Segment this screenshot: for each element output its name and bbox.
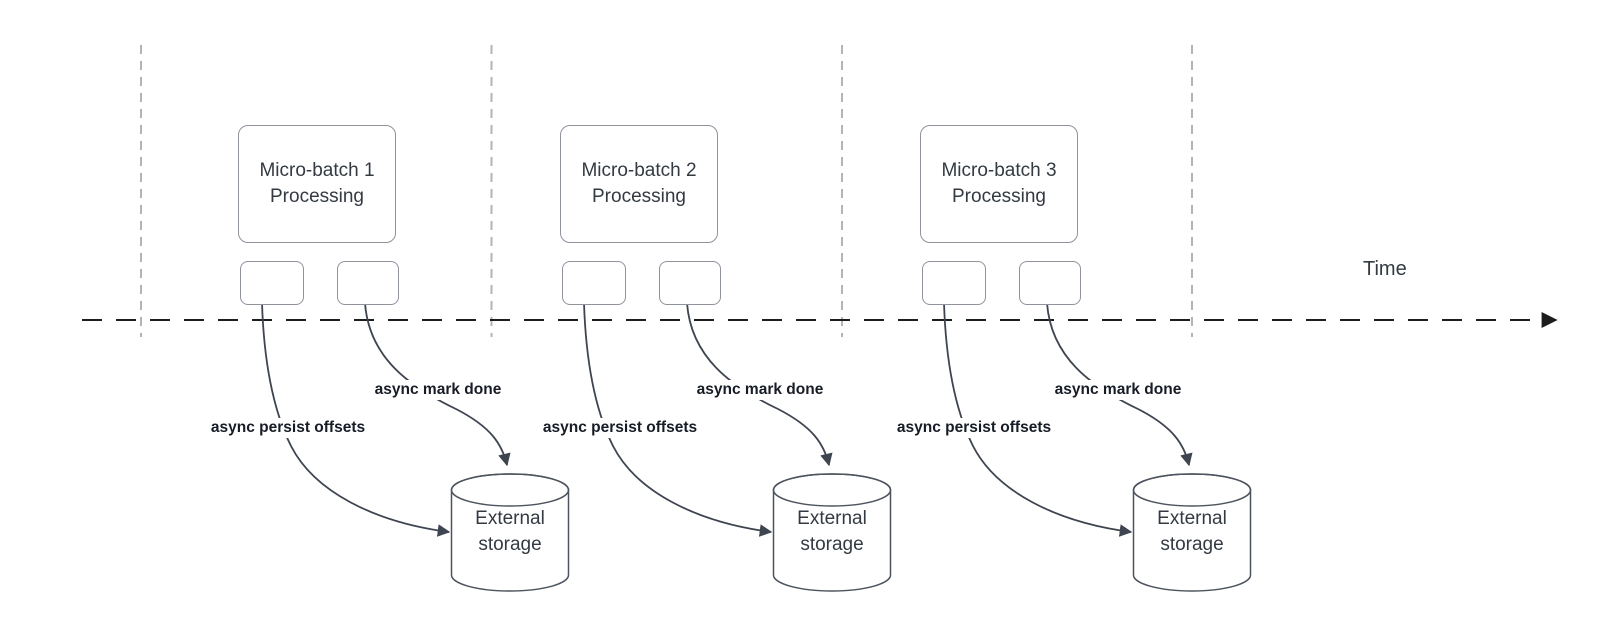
persist-offsets-label-3: async persist offsets (893, 418, 1055, 438)
micro-batch-1-done-task-box (337, 261, 399, 305)
external-storage-label-1-line1: External (475, 508, 545, 529)
mark-done-arrow-3 (1046, 302, 1193, 467)
micro-batch-1-offset-task-box (240, 261, 304, 305)
external-storage-label-2: External storage (774, 506, 890, 558)
micro-batch-2-offset-task-box (562, 261, 626, 305)
external-storage-label-2-line1: External (797, 508, 867, 529)
micro-batch-3-done-task-box (1019, 261, 1081, 305)
time-axis-label: Time (1363, 258, 1407, 280)
external-storage-label-3: External storage (1134, 506, 1250, 558)
persist-offsets-arrow-2 (583, 302, 773, 537)
mark-done-label-1: async mark done (371, 380, 505, 400)
external-storage-label-3-line2: storage (1160, 534, 1224, 555)
persist-offsets-label-1: async persist offsets (207, 418, 369, 438)
micro-batch-2-processing-box: Micro-batch 2 Processing (560, 125, 718, 243)
mark-done-arrow-1 (364, 302, 511, 467)
micro-batch-1-title-line1: Micro-batch 1 (259, 160, 375, 181)
micro-batch-2-title-line2: Processing (592, 186, 686, 207)
micro-batch-3-title-line2: Processing (952, 186, 1046, 207)
micro-batch-1-title-line2: Processing (270, 186, 364, 207)
external-storage-label-1-line2: storage (478, 534, 542, 555)
external-storage-label-1: External storage (452, 506, 568, 558)
external-storage-cylinder-3 (1132, 473, 1252, 592)
persist-offsets-arrow-3 (943, 302, 1133, 537)
micro-batch-3-offset-task-box (922, 261, 986, 305)
external-storage-cylinder-1 (450, 473, 570, 592)
mark-done-label-2: async mark done (693, 380, 827, 400)
micro-batch-3-processing-box: Micro-batch 3 Processing (920, 125, 1078, 243)
micro-batch-1-processing-box: Micro-batch 1 Processing (238, 125, 396, 243)
mark-done-arrow-2 (686, 302, 833, 467)
persist-offsets-arrow-1 (261, 302, 451, 537)
mark-done-label-3: async mark done (1051, 380, 1185, 400)
persist-offsets-label-2: async persist offsets (539, 418, 701, 438)
micro-batch-2-title-line1: Micro-batch 2 (581, 160, 697, 181)
micro-batch-2-done-task-box (659, 261, 721, 305)
external-storage-label-2-line2: storage (800, 534, 864, 555)
external-storage-label-3-line1: External (1157, 508, 1227, 529)
external-storage-cylinder-2 (772, 473, 892, 592)
micro-batch-3-title-line1: Micro-batch 3 (941, 160, 1057, 181)
